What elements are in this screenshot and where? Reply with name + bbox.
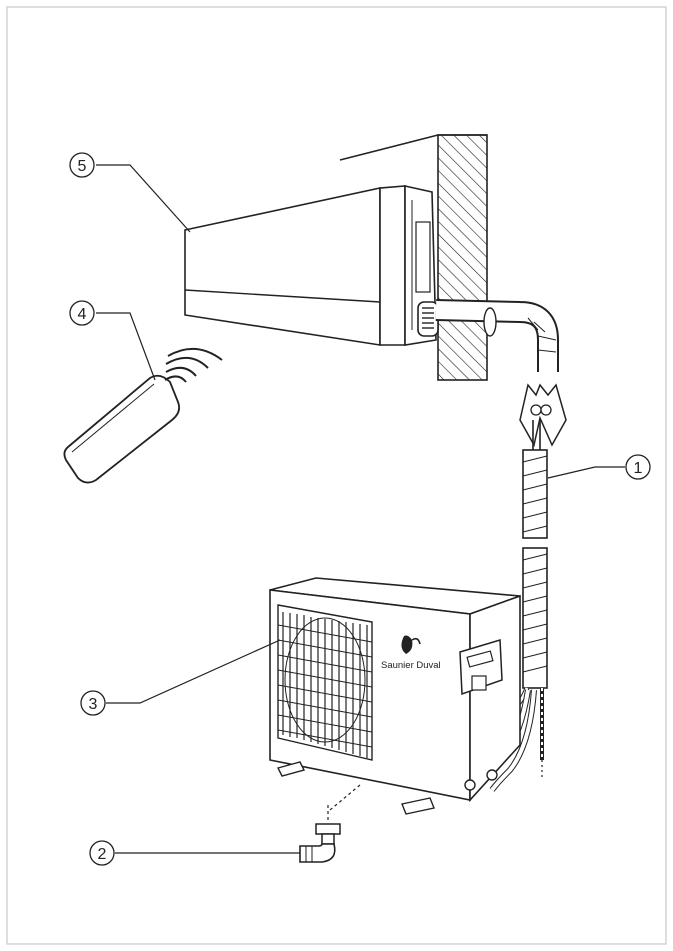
callout-1: 1 <box>625 454 651 480</box>
callout-3: 3 <box>80 690 106 716</box>
page-border <box>6 6 667 945</box>
callout-4: 4 <box>69 300 95 326</box>
indoor-unit-icon <box>184 185 439 346</box>
callout-3-number: 3 <box>89 696 98 713</box>
leader-lines <box>96 164 625 854</box>
remote-control-icon <box>63 348 223 484</box>
callout-2: 2 <box>89 840 115 866</box>
saunier-duval-logo-icon <box>401 635 421 654</box>
callout-2-number: 2 <box>98 846 107 863</box>
wall <box>339 134 488 381</box>
brand-label: Saunier Duval <box>381 660 441 671</box>
callout-1-number: 1 <box>634 460 643 477</box>
callout-5-number: 5 <box>78 158 87 175</box>
callout-5: 5 <box>69 152 95 178</box>
outdoor-unit-icon <box>269 577 521 815</box>
callout-4-number: 4 <box>78 306 87 323</box>
drain-elbow-icon <box>299 784 361 863</box>
